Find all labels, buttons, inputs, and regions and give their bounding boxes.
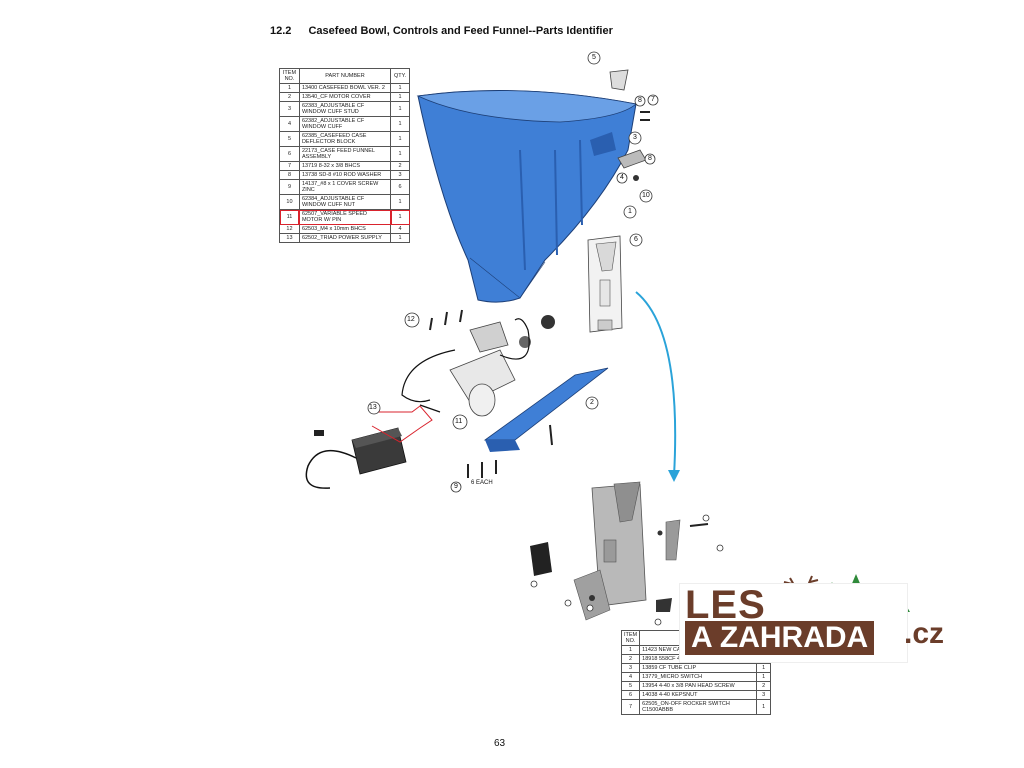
callout-5: 5 xyxy=(592,54,596,61)
callout-1: 1 xyxy=(628,208,632,215)
part-number-cell: 62383_ADJUSTABLE CF WINDOW CUFF STUD xyxy=(298,101,392,117)
callout-11: 11 xyxy=(455,418,463,425)
part-number-cell: 14038 4-40 KEPSNUT xyxy=(639,690,758,700)
callout-4: 4 xyxy=(620,174,624,181)
item-no-cell: 3 xyxy=(620,663,641,673)
rocker-switch xyxy=(530,542,552,576)
les-a-zahrada-logo: LES A ZAHRADA .cz xyxy=(679,583,960,673)
part-number-cell: 22173_CASE FEED FUNNEL ASSEMBLY xyxy=(298,146,392,162)
callout-10: 10 xyxy=(642,192,650,199)
item-no-cell: 1 xyxy=(620,645,641,655)
case-feed-funnel xyxy=(587,235,623,333)
callout-13: 13 xyxy=(369,404,377,411)
detail-arrow-head xyxy=(668,470,680,482)
callout-9: 9 xyxy=(454,483,458,490)
callout-3: 3 xyxy=(633,134,637,141)
callout-8-top: 8 xyxy=(638,97,642,104)
funnel-detail-view xyxy=(530,481,709,621)
logo-zahrada-text: A ZAHRADA xyxy=(685,621,875,655)
qty-cell: 1 xyxy=(390,146,410,162)
screws-top xyxy=(633,111,650,181)
callout-12: 12 xyxy=(407,316,415,323)
item-no-cell: 7 xyxy=(620,699,641,715)
callout-2: 2 xyxy=(590,399,594,406)
section-number: 12.2 xyxy=(270,25,292,37)
logo-les-text: LES xyxy=(685,583,766,627)
section-title: Casefeed Bowl, Controls and Feed Funnel-… xyxy=(308,25,613,37)
callout-6: 6 xyxy=(634,236,638,243)
qty-cell: 3 xyxy=(756,690,771,700)
part-number-cell: 62505_ON-OFF ROCKER SWITCH C1500ABBB xyxy=(639,699,758,715)
callout-8-mid: 8 xyxy=(648,155,652,162)
item-no-cell: 6 xyxy=(620,690,641,700)
qty-cell: 1 xyxy=(756,672,771,682)
triad-power-supply xyxy=(305,427,407,489)
cover-screws xyxy=(467,460,497,478)
part-number-cell: 13779_MICRO SWITCH xyxy=(639,672,758,682)
qty-cell: 1 xyxy=(390,233,410,243)
callout-circles xyxy=(367,51,724,626)
deflector-block xyxy=(609,69,629,91)
logo-cz-text: .cz xyxy=(904,617,945,650)
callout-6-each: 6 EACH xyxy=(471,480,493,486)
qty-cell: 2 xyxy=(756,681,771,691)
casefeed-bowl xyxy=(416,90,637,303)
qty-cell: 1 xyxy=(756,699,771,715)
section-heading: 12.2 Casefeed Bowl, Controls and Feed Fu… xyxy=(270,25,613,37)
callout-7: 7 xyxy=(651,96,655,103)
detail-arrow xyxy=(635,291,677,477)
motor-cover xyxy=(483,367,609,452)
part-number-cell: 62502_TRIAD POWER SUPPLY xyxy=(298,233,392,243)
part-number-cell: 13954 4-40 x 3/8 PAN HEAD SCREW xyxy=(639,681,758,691)
header-item-no: ITEM NO. xyxy=(620,630,641,646)
highlight-connector xyxy=(371,405,433,443)
item-no-cell: 5 xyxy=(620,681,641,691)
item-no-cell: 4 xyxy=(620,672,641,682)
variable-speed-motor xyxy=(401,309,555,417)
page-number: 63 xyxy=(494,738,506,749)
item-no-cell: 2 xyxy=(620,654,641,664)
